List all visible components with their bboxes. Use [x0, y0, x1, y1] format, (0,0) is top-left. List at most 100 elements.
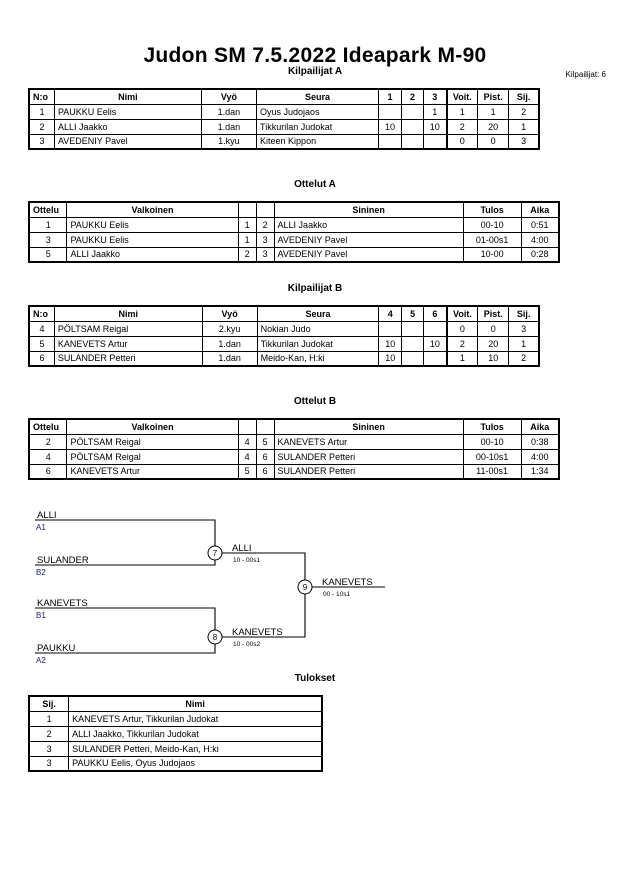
column-header-belt: Vyö — [200, 88, 258, 105]
cell-wins: 0 — [445, 320, 479, 337]
table-row: 2 ALLI Jaakko 1.dan Tikkurilan Judokat 1… — [28, 118, 540, 135]
column-header-rank: Sij. — [28, 695, 70, 712]
cell-m4 — [378, 320, 403, 337]
cell-m3: 10 — [423, 118, 447, 135]
cell-club: Nokian Judo — [256, 320, 380, 337]
bracket-semifinal-winner: ALLI — [232, 543, 252, 554]
column-header-name: Nimi — [68, 695, 323, 712]
cell-wins: 1 — [445, 350, 479, 367]
bracket-match-number: 9 — [303, 583, 308, 592]
table-header-row: Ottelu Valkoinen Sininen Tulos Aika — [28, 418, 560, 435]
cell-match-number: 5 — [28, 246, 68, 263]
bracket-entry-name: SULANDER — [37, 555, 89, 566]
column-header-match: Ottelu — [28, 418, 68, 435]
cell-white-name: PÖLTSAM Reigal — [66, 433, 239, 450]
bracket-entry-name: KANEVETS — [37, 598, 88, 609]
cell-blue-no: 3 — [255, 231, 275, 248]
cell-result: 00-10s1 — [462, 448, 522, 465]
table-row: 4 PÖLTSAM Reigal 4 6 SULANDER Petteri 00… — [28, 448, 560, 465]
pool-a-table: N:o Nimi Vyö Seura 1 2 3 Voit. Pist. Sij… — [28, 88, 540, 150]
cell-result: 00-10 — [462, 433, 522, 450]
section-caption-tulokset: Tulokset — [294, 673, 336, 684]
column-header-name: Nimi — [53, 305, 203, 322]
column-header-white: Valkoinen — [66, 418, 239, 435]
column-header-no: N:o — [28, 305, 55, 322]
cell-name: PÖLTSAM Reigal — [53, 320, 203, 337]
cell-points: 10 — [477, 350, 510, 367]
cell-blue-name: ALLI Jaakko — [273, 216, 464, 233]
section-caption-kilpailijat-a: Kilpailijat A — [287, 66, 343, 77]
cell-points: 0 — [477, 133, 510, 150]
column-header-belt: Vyö — [201, 305, 258, 322]
cell-wins: 2 — [445, 118, 479, 135]
table-row: 1 PAUKKU Eelis 1 2 ALLI Jaakko 00-10 0:5… — [28, 216, 560, 233]
cell-m3: 1 — [423, 103, 447, 120]
cell-result: 10-00 — [462, 246, 522, 263]
cell-white-name: PAUKKU Eelis — [66, 216, 239, 233]
cell-name: ALLI Jaakko, Tikkurilan Judokat — [68, 725, 323, 742]
column-header-rank: Sij. — [508, 305, 540, 322]
column-header-white-no — [237, 418, 257, 435]
cell-blue-no: 6 — [255, 448, 275, 465]
cell-rank: 3 — [508, 320, 540, 337]
bracket-match-node-7 — [207, 545, 223, 561]
bracket-line-slot-3 — [35, 607, 216, 637]
cell-rank: 1 — [28, 710, 70, 727]
bracket-semifinal-score: 10 - 00s2 — [233, 641, 260, 648]
cell-points: 1 — [477, 103, 510, 120]
cell-belt: 2.kyu — [201, 320, 258, 337]
cell-belt: 1.kyu — [200, 133, 258, 150]
cell-club: Tikkurilan Judokat — [256, 335, 380, 352]
section-caption-kilpailijat-b: Kilpailijat B — [287, 283, 343, 294]
cell-blue-no: 5 — [255, 433, 275, 450]
bracket-entry-seed: A1 — [36, 523, 46, 532]
table-row: 2 PÖLTSAM Reigal 4 5 KANEVETS Artur 00-1… — [28, 433, 560, 450]
bracket-entry-seed: B1 — [36, 611, 46, 620]
cell-m5 — [401, 335, 425, 352]
column-header-time: Aika — [520, 201, 560, 218]
cell-white-no: 1 — [237, 216, 257, 233]
matches-b-table: Ottelu Valkoinen Sininen Tulos Aika 2 PÖ… — [28, 418, 560, 480]
column-header-result: Tulos — [462, 418, 522, 435]
cell-time: 4:00 — [520, 448, 560, 465]
competitor-count: Kilpailijat: 6 — [565, 70, 606, 79]
cell-rank: 2 — [28, 725, 70, 742]
column-header-no: N:o — [28, 88, 55, 105]
cell-time: 0:51 — [520, 216, 560, 233]
cell-m2 — [400, 118, 425, 135]
column-header-m1: 1 — [378, 88, 402, 105]
bracket-match-number: 7 — [213, 549, 218, 558]
cell-rank: 3 — [508, 133, 540, 150]
table-header-row: N:o Nimi Vyö Seura 4 5 6 Voit. Pist. Sij… — [28, 305, 540, 322]
table-header-row: Sij. Nimi — [28, 695, 323, 712]
column-header-rank: Sij. — [508, 88, 540, 105]
table-header-row: N:o Nimi Vyö Seura 1 2 3 Voit. Pist. Sij… — [28, 88, 540, 105]
cell-name: KANEVETS Artur — [53, 335, 203, 352]
table-row: 4 PÖLTSAM Reigal 2.kyu Nokian Judo 0 0 3 — [28, 320, 540, 337]
bracket-final-winner: KANEVETS — [322, 577, 373, 588]
cell-rank: 3 — [28, 740, 70, 757]
pool-b-table: N:o Nimi Vyö Seura 4 5 6 Voit. Pist. Sij… — [28, 305, 540, 367]
cell-blue-no: 3 — [255, 246, 275, 263]
table-row: 3 PAUKKU Eelis, Oyus Judojaos — [28, 755, 323, 772]
column-header-club: Seura — [256, 305, 380, 322]
cell-m1 — [378, 133, 402, 150]
column-header-blue: Sininen — [273, 201, 464, 218]
results-table: Sij. Nimi 1 KANEVETS Artur, Tikkurilan J… — [28, 695, 323, 772]
cell-m4: 10 — [378, 350, 403, 367]
cell-name: KANEVETS Artur, Tikkurilan Judokat — [68, 710, 323, 727]
cell-name: PAUKKU Eelis — [53, 103, 202, 120]
cell-no: 5 — [28, 335, 55, 352]
section-caption-ottelut-b: Ottelut B — [293, 396, 337, 407]
table-row: 6 KANEVETS Artur 5 6 SULANDER Petteri 11… — [28, 463, 560, 480]
bracket-match-number: 8 — [213, 633, 218, 642]
cell-points: 20 — [477, 118, 510, 135]
table-row: 2 ALLI Jaakko, Tikkurilan Judokat — [28, 725, 323, 742]
table-row: 3 PAUKKU Eelis 1 3 AVEDENIY Pavel 01-00s… — [28, 231, 560, 248]
cell-time: 1:34 — [520, 463, 560, 480]
column-header-blue-no — [255, 201, 275, 218]
cell-m6: 10 — [423, 335, 448, 352]
cell-club: Kiteen Kippon — [256, 133, 380, 150]
elimination-bracket: ALLI A1 SULANDER B2 KANEVETS B1 PAUKKU A… — [0, 494, 630, 669]
column-header-blue: Sininen — [273, 418, 464, 435]
